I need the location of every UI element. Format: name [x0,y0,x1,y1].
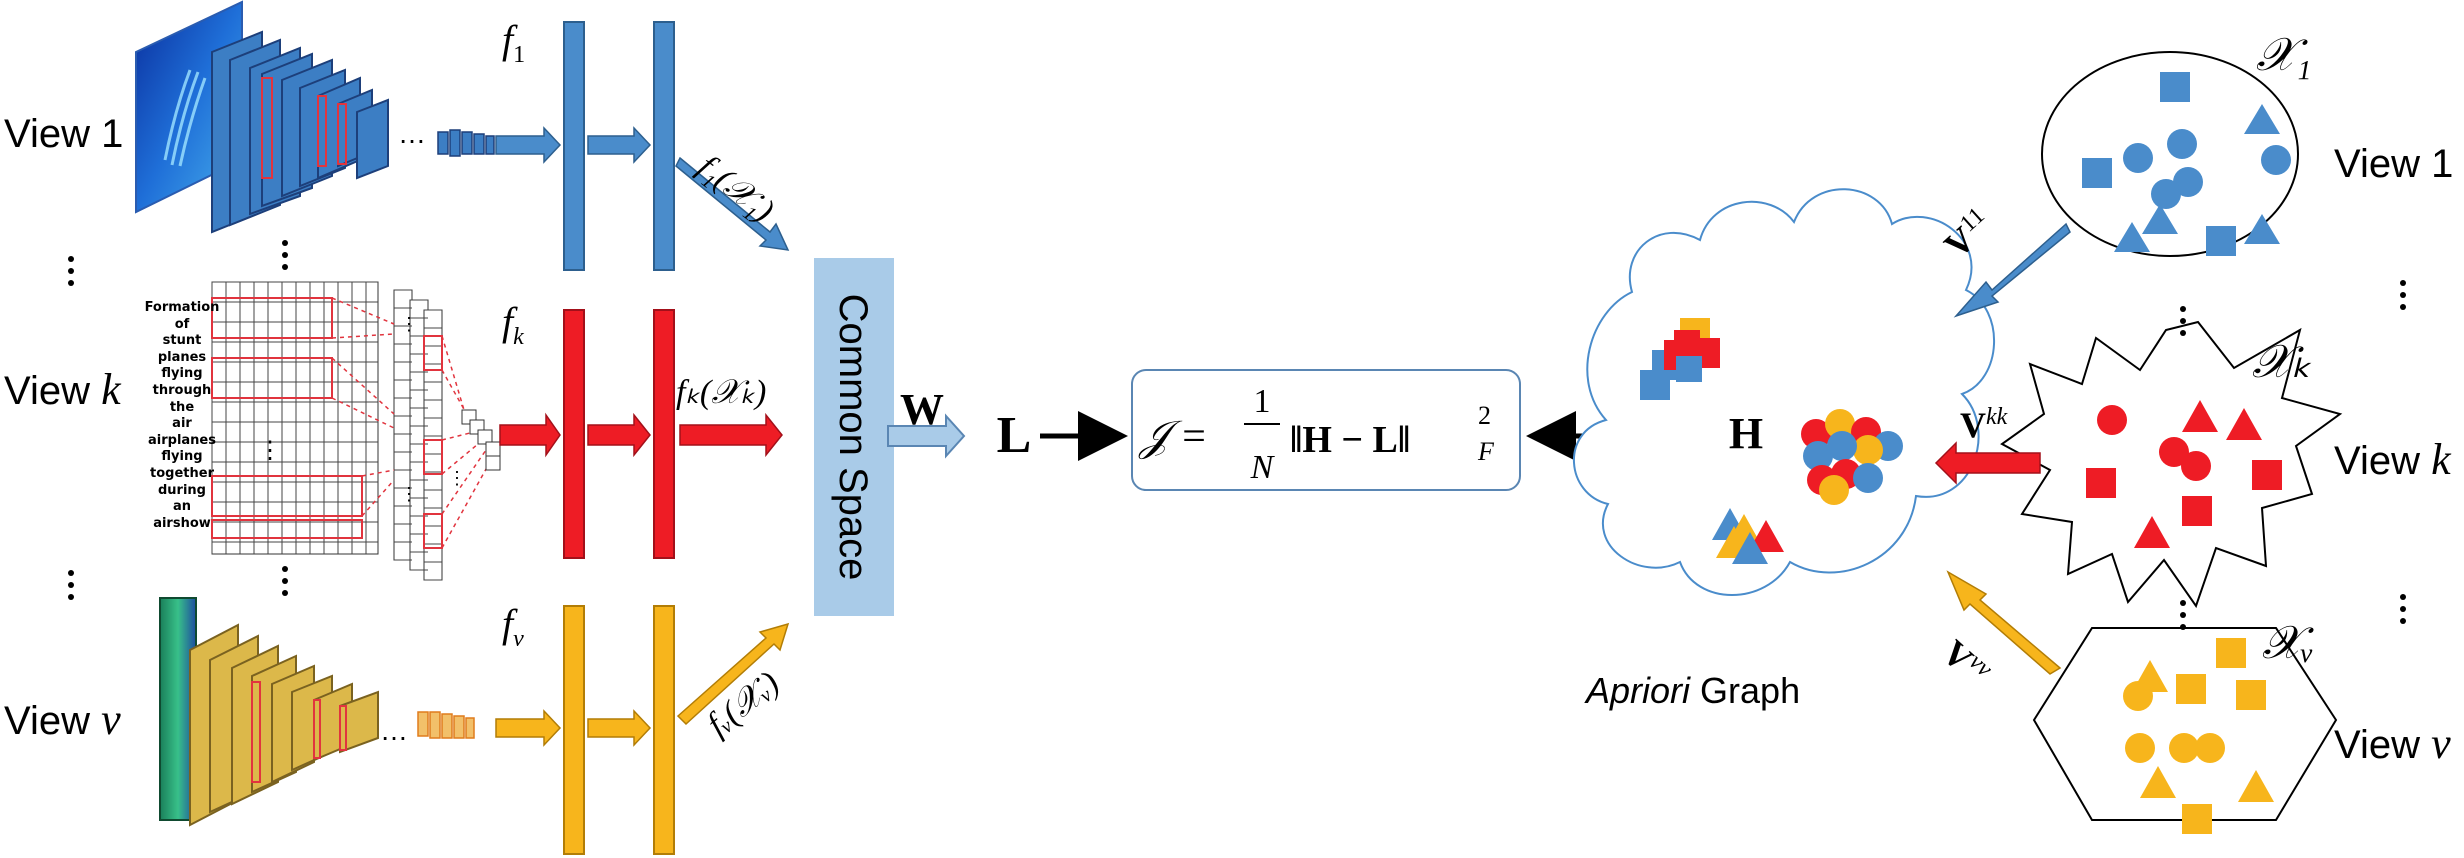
left-view-k-label: View k [4,365,121,414]
blue-block-arrows [495,126,790,251]
svg-text:⋮: ⋮ [258,437,282,464]
text-word: flying [161,366,203,382]
set-x1-ellipse [2041,51,2299,257]
left-vdots-1 [68,256,74,292]
set-x1-points [2082,72,2291,256]
loss-box [1131,369,1521,491]
text-word: an [172,499,192,515]
svg-text:N: N [1250,449,1276,486]
left-view-1-label: View 1 [4,112,124,156]
cnn-vdots-2 [282,566,288,602]
right-view-v-label: View v [2334,719,2451,768]
right-view-1-label: View 1 [2334,142,2454,186]
text-word: during [158,482,206,498]
viewv-cnn: … [159,597,475,827]
h-circle-cluster [1801,409,1903,505]
vkk-arrow [1934,441,2041,485]
apriori-graph-caption: Apriori Graph [1586,670,1801,711]
w-label: W [900,385,944,434]
left-vdots-2 [68,570,74,606]
w-arrow [887,413,966,459]
text-word: of [174,316,190,332]
right-view-k-label: View k [2334,435,2451,484]
set-xv-hexagon [2032,627,2338,821]
text-word: planes [157,349,207,365]
text-word: together [150,465,214,481]
h-triangle-cluster [1712,508,1784,564]
svg-text:1: 1 [1254,383,1271,420]
apriori-graph-cloud [1572,188,1996,596]
svg-text:‖H − L‖: ‖H − L‖ [1290,419,1410,461]
viewk-text-cnn: ⋮ [211,281,501,581]
svg-text:⋮: ⋮ [400,484,418,504]
set-x1-label: 𝒳₁ [2256,29,2312,80]
network-fk-output: fₖ(𝒳ₖ) [676,374,767,411]
network-fv-layers [563,605,675,855]
network-fk-name: fk [502,299,524,350]
svg-text:F: F [1477,437,1495,466]
svg-text:𝒥 =: 𝒥 = [1138,414,1208,460]
common-space-label: Common Space [831,294,875,581]
vvv-arrow [1946,570,2062,675]
set-vdots-2 [2180,600,2186,636]
right-vdots-1 [2400,280,2406,316]
network-f1-layers [563,21,675,271]
set-xk-points [2086,400,2282,548]
view1-cnn: … [135,0,495,234]
text-word: flying [161,449,203,465]
h-square-cluster [1640,318,1720,400]
vkk-label: Vkk [1960,404,2008,445]
set-xv-points [2123,638,2274,834]
l-label: L [997,407,1032,464]
text-word: through [152,382,212,398]
cnn-vdots-1 [282,240,288,276]
svg-text:⋮: ⋮ [448,468,466,488]
text-word: the [169,399,195,415]
common-space-box [814,258,894,616]
network-fk-layers [563,309,675,559]
red-block-arrows [499,412,783,458]
text-word: airplanes [148,432,216,448]
text-word: air [172,416,192,432]
text-word: airshow [153,515,211,531]
view1-ellipsis: … [398,118,426,149]
svg-text:2: 2 [1478,401,1491,430]
text-word: Formation [144,300,220,315]
network-f1-name: f1 [502,17,526,68]
set-vdots-1 [2180,306,2186,342]
left-view-v-label: View v [4,695,121,744]
set-xv-label: 𝒳ᵥ [2262,617,2315,668]
network-fv-name: fv [502,601,524,652]
right-vdots-2 [2400,594,2406,630]
text-word: stunt [162,333,202,349]
v11-arrow [1953,222,2071,318]
loss-formula: 𝒥 = 1 N ‖H − L‖ 2 F [1138,383,1495,486]
yellow-block-arrows [495,622,790,747]
set-xk-label: 𝒳ₖ [2252,336,2312,387]
graph-h-label: H [1729,409,1763,458]
viewv-ellipsis: … [380,715,408,746]
svg-text:⋮: ⋮ [400,314,418,334]
